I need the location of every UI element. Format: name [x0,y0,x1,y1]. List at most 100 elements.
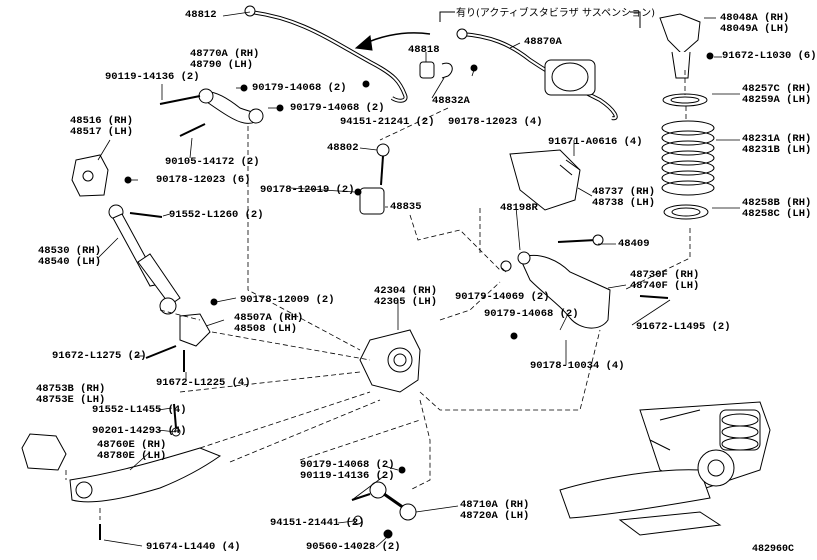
cover-48737 [509,149,581,211]
part-90179-14068-c: 90179-14068 (2) [484,308,579,320]
part-94151-21241: 94151-21241 (2) [340,116,435,128]
upper-arm-bushing-1 [198,88,214,104]
part-90178-10034: 90178-10034 (4) [530,360,625,372]
part-48720a: 48720A (LH) [460,510,530,522]
part-42304: 42304 (RH) [374,285,438,297]
option-bracket [439,11,641,28]
part-48802: 48802 [327,142,359,154]
part-91552-l1455: 91552-L1455 (4) [92,404,187,416]
part-48740f: 48740F (LH) [630,280,700,292]
part-48760e: 48760E (RH) [97,439,167,451]
part-91552-l1260: 91552-L1260 (2) [169,209,264,221]
part-48770a: 48770A (RH) [190,48,260,60]
part-48870a: 48870A [524,36,562,48]
bolt-48409-head [592,234,604,246]
part-90178-12019: 90178-12019 (2) [260,184,355,196]
part-48049a: 48049A (LH) [720,23,790,35]
arrow-head [354,35,373,51]
nut-90179-d [398,466,406,474]
active-stab-end [456,28,468,40]
actuator-body [544,59,596,96]
part-91674-l1440: 91674-L1440 (4) [146,541,241,553]
part-48812: 48812 [185,9,217,21]
part-48738: 48738 (LH) [592,197,656,209]
cover-clips [559,159,581,176]
part-48530: 48530 (RH) [38,245,102,257]
bushing-48198r [517,251,531,265]
nut-90560 [383,529,393,539]
part-48730f: 48730F (RH) [630,269,700,281]
part-90179-14068-a: 90179-14068 (2) [252,82,347,94]
part-48198r: 48198R [500,202,538,214]
actuator-motor [551,62,589,92]
bolt-90105 [179,123,206,137]
bushing-90179-14069 [500,260,512,272]
bolt-48409 [557,239,597,243]
knuckle [359,329,421,393]
spring-insulator-lower [663,204,709,220]
spring-insulator-upper [662,93,708,107]
part-48517: 48517 (LH) [70,126,134,138]
part-48258b: 48258B (RH) [742,197,812,209]
part-91672-l1030: 91672-L1030 (6) [722,50,817,62]
bolt-90119-a [159,95,201,105]
spring-insulator-lower-inner [671,207,701,217]
part-48753e: 48753E (LH) [36,394,106,406]
bump-stopper [671,51,691,79]
stabilizer-bar-highlight [249,11,407,102]
bracket-48507a [179,313,211,347]
part-48508: 48508 (LH) [234,323,298,335]
upper-arm-bushing-2 [248,108,264,124]
leader-lines [97,11,740,548]
nut-90179-c [510,332,518,340]
part-48258c: 48258C (LH) [742,208,812,220]
lower-arm-48730f [519,254,611,329]
part-90119-14136-b: 90119-14136 (2) [300,470,395,482]
part-90179-14068-b: 90179-14068 (2) [290,102,385,114]
part-90560-14028: 90560-14028 (2) [306,541,401,553]
knuckle-hub [387,347,413,373]
bracket-hole [82,170,94,182]
bolt-91672-l1495 [639,295,669,299]
toe-link-bushing-2 [399,503,417,521]
part-48737: 48737 (RH) [592,186,656,198]
part-90178-12023-6: 90178-12023 (6) [156,174,251,186]
washer-94151 [353,515,363,525]
part-48818: 48818 [408,44,440,56]
lower-arm-bushing [75,481,93,499]
nut-94151 [362,80,370,88]
part-90178-12023-4: 90178-12023 (4) [448,116,543,128]
nut-91672-l1030 [706,52,714,60]
part-94151-21441: 94151-21441 (2) [270,517,365,529]
bolt-90119-b [351,493,371,501]
figure-id: 482960C [752,544,795,555]
bracket-48832a [441,62,453,79]
bolt-91672-l1275 [145,345,177,359]
part-48257c: 48257C (RH) [742,83,812,95]
part-48048a: 48048A (RH) [720,12,790,24]
part-91671-a0616: 91671-A0616 (4) [548,136,643,148]
part-90179-14068-d: 90179-14068 (2) [300,459,395,471]
bushing-48818 [419,61,435,79]
part-48409: 48409 [618,238,650,250]
part-90178-12009: 90178-12009 (2) [240,294,335,306]
part-91672-l1275: 91672-L1275 (2) [52,350,147,362]
part-48835: 48835 [390,201,422,213]
bolt-91552-l1260 [129,212,163,218]
stab-link-top [376,143,390,157]
part-48231a: 48231A (RH) [742,133,812,145]
part-48790: 48790 (LH) [190,59,254,71]
option-note: 有り(アクティブスタビラザ サスペンション) [456,8,655,19]
part-48507a: 48507A (RH) [234,312,304,324]
stabilizer-end [244,5,256,17]
part-48753b: 48753B (RH) [36,383,106,395]
stab-link [380,155,384,186]
part-48231b: 48231B (LH) [742,144,812,156]
dashed-lines [65,70,691,520]
part-90119-14136-a: 90119-14136 (2) [105,71,200,83]
part-90105-14172: 90105-14172 (2) [165,156,260,168]
coil-spring [661,120,715,196]
bushing-48835 [359,187,385,215]
